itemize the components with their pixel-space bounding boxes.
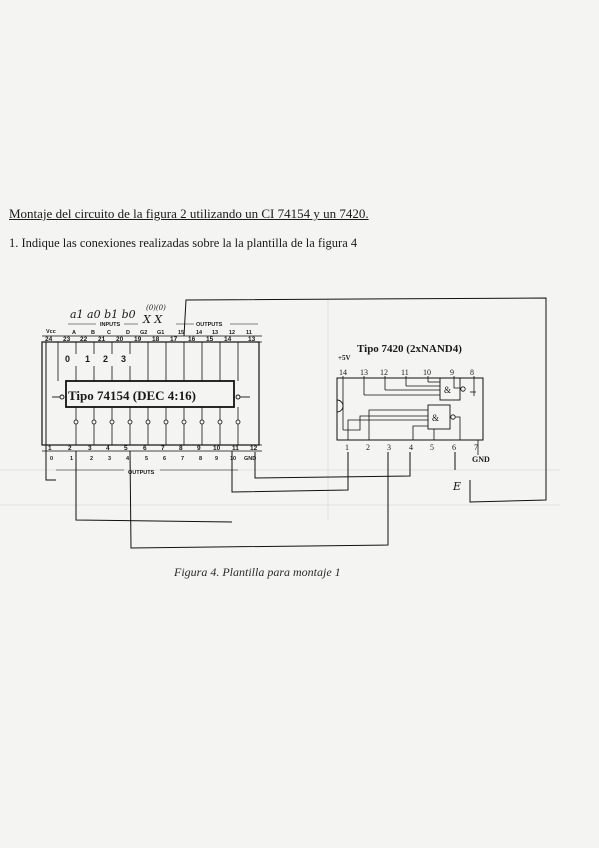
7420-bottom-pin-4: 4: [409, 443, 413, 452]
bottom-signal-0: 0: [50, 456, 53, 462]
inner-output-2: 2: [103, 354, 108, 364]
bottom-pin-12: 12: [250, 445, 258, 452]
top-pin-21: 21: [98, 336, 106, 343]
7420-gnd-label: GND: [472, 455, 490, 464]
bottom-signal-4: 4: [126, 456, 130, 462]
vcc-label: Vcc: [46, 329, 56, 335]
chip-7420: Tipo 7420 (2xNAND4) +5V 14 13 12 11 10 9…: [336, 343, 490, 464]
nand-gate-2: [427, 404, 451, 430]
outputs-top-label: OUTPUTS: [196, 322, 223, 328]
signal-a: A: [72, 330, 76, 336]
signal-g2: G2: [140, 330, 147, 336]
chip-74154-top-pins: [42, 335, 262, 343]
bottom-signal-8: 8: [199, 456, 202, 462]
bottom-pin-2: 2: [68, 445, 72, 452]
top-pin-24: 24: [45, 336, 53, 343]
signal-c: C: [107, 330, 111, 336]
handwritten-dont-care: X X: [142, 313, 163, 326]
7420-bottom-pin-2: 2: [366, 443, 370, 452]
bottom-signal-9: 9: [215, 456, 218, 462]
nand-gate-1: [439, 377, 461, 401]
inner-output-0: 0: [65, 354, 70, 364]
bottom-signal-5: 5: [145, 456, 148, 462]
bottom-pin-10: 10: [213, 445, 221, 452]
7420-bottom-pin-7: 7: [474, 443, 478, 452]
nand-gate-1-symbol: &: [444, 385, 451, 395]
bottom-signal-10: 10: [230, 456, 236, 462]
bottom-pin-9: 9: [197, 445, 201, 452]
7420-top-pin-9: 9: [450, 368, 454, 377]
7420-bottom-pin-3: 3: [387, 443, 391, 452]
signal-15: 15: [178, 330, 184, 336]
chip-7420-package: [336, 377, 484, 441]
top-pin-20: 20: [116, 336, 124, 343]
7420-bottom-pin-6: 6: [452, 443, 456, 452]
7420-top-pin-14: 14: [339, 368, 347, 377]
top-pin-22: 22: [80, 336, 88, 343]
7420-top-pin-8: 8: [470, 368, 474, 377]
bottom-pin-3: 3: [88, 445, 92, 452]
chip-74154-top-leads: [57, 342, 239, 381]
bottom-signal-3: 3: [108, 456, 111, 462]
inner-output-3: 3: [121, 354, 126, 364]
bottom-pin-4: 4: [106, 445, 110, 452]
signal-b: B: [91, 330, 95, 336]
circuit-template-diagram: Tipo 74154 (DEC 4:16) 24 23 22 21 20 19 …: [0, 297, 560, 549]
top-pin-15: 15: [206, 336, 214, 343]
bottom-signal-2: 2: [90, 456, 93, 462]
signal-13: 13: [212, 330, 218, 336]
connection-wires: [45, 297, 547, 549]
bottom-signal-7: 7: [181, 456, 184, 462]
bottom-pin-8: 8: [179, 445, 183, 452]
chip-74154: Tipo 74154 (DEC 4:16) 24 23 22 21 20 19 …: [41, 322, 262, 476]
7420-bottom-pin-1: 1: [345, 443, 349, 452]
7420-top-pin-12: 12: [380, 368, 388, 377]
outputs-bottom-label: OUTPUTS: [128, 470, 155, 476]
section-heading: Montaje del circuito de la figura 2 util…: [9, 206, 369, 221]
figure-caption: Figura 4. Plantilla para montaje 1: [174, 565, 341, 579]
chip-7420-title: Tipo 7420 (2xNAND4): [357, 343, 462, 355]
7420-top-pin-11: 11: [401, 368, 409, 377]
question-text: 1. Indique las conexiones realizadas sob…: [9, 236, 358, 250]
top-pin-14: 14: [224, 336, 232, 343]
7420-bottom-pin-5: 5: [430, 443, 434, 452]
top-pin-17: 17: [170, 336, 178, 343]
template-background: [0, 300, 560, 520]
top-pin-19: 19: [134, 336, 142, 343]
top-pin-18: 18: [152, 336, 160, 343]
7420-top-pin-10: 10: [423, 368, 431, 377]
inputs-label: INPUTS: [100, 322, 121, 328]
handwritten-output-label: E: [452, 480, 461, 493]
bottom-pin-7: 7: [161, 445, 165, 452]
chip-74154-bottom-leads: [42, 407, 262, 452]
bottom-pin-1: 1: [48, 445, 52, 452]
bottom-signal-6: 6: [163, 456, 166, 462]
chip-74154-title: Tipo 74154 (DEC 4:16): [68, 388, 196, 403]
chip-74154-title-box: [65, 380, 235, 408]
bottom-pin-5: 5: [124, 445, 128, 452]
nand-gate-2-symbol: &: [432, 413, 439, 423]
7420-top-pin-13: 13: [360, 368, 368, 377]
signal-11: 11: [246, 330, 252, 336]
bottom-pin-11: 11: [232, 445, 239, 452]
bottom-pin-6: 6: [143, 445, 147, 452]
supply-label: +5V: [338, 354, 351, 362]
handwritten-enable-note: (0)(0): [146, 304, 166, 312]
bottom-signal-gnd: GND: [244, 456, 256, 462]
top-pin-13: 13: [248, 336, 256, 343]
signal-g1: G1: [157, 330, 164, 336]
signal-12: 12: [229, 330, 235, 336]
bottom-signal-1: 1: [70, 456, 73, 462]
inner-output-1: 1: [85, 354, 90, 364]
handwritten-inputs: a1 a0 b1 b0: [70, 308, 136, 321]
top-pin-16: 16: [188, 336, 196, 343]
signal-14: 14: [196, 330, 203, 336]
signal-d: D: [126, 330, 130, 336]
top-pin-23: 23: [63, 336, 71, 343]
handwritten-annotations: a1 a0 b1 b0 X X (0)(0) E: [70, 304, 461, 493]
